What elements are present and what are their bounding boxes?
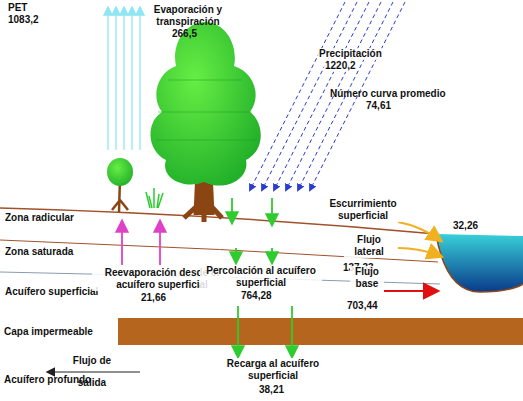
flow-label: Acuífero superficial xyxy=(4,286,99,298)
flow-label: Recarga al acuífero superficial xyxy=(216,358,330,382)
flow-label: Zona saturada xyxy=(4,246,74,258)
flow-label: PET xyxy=(8,2,27,14)
flow-label: Precipitación xyxy=(318,48,383,60)
flow-label: 1220,2 xyxy=(324,60,357,72)
impermeable-layer xyxy=(118,318,523,345)
flow-label: Flujo lateral xyxy=(344,234,394,258)
flow-label: 21,66 xyxy=(140,292,167,304)
flow-label: 38,21 xyxy=(258,384,285,396)
flow-label: 764,28 xyxy=(240,290,273,302)
flow-label: 74,61 xyxy=(366,100,391,112)
flow-label: 32,26 xyxy=(452,220,479,232)
flow-label: 1083,2 xyxy=(8,14,39,26)
flow-label: Percolación al acuífero superficial xyxy=(200,265,322,289)
flow-label: 266,5 xyxy=(172,28,197,40)
flow-label: Flujo base xyxy=(350,266,384,290)
flow-label: Zona radicular xyxy=(4,212,75,224)
flow-label: Escurrimiento superficial xyxy=(322,198,404,222)
flow-label: Número curva promedio xyxy=(330,88,446,100)
flow-label: Flujo de salida xyxy=(64,350,120,394)
flow-label: Evaporación y transpiración xyxy=(146,4,230,28)
flow-label: 703,44 xyxy=(346,300,379,312)
flow-label: Capa impermeable xyxy=(4,326,93,338)
